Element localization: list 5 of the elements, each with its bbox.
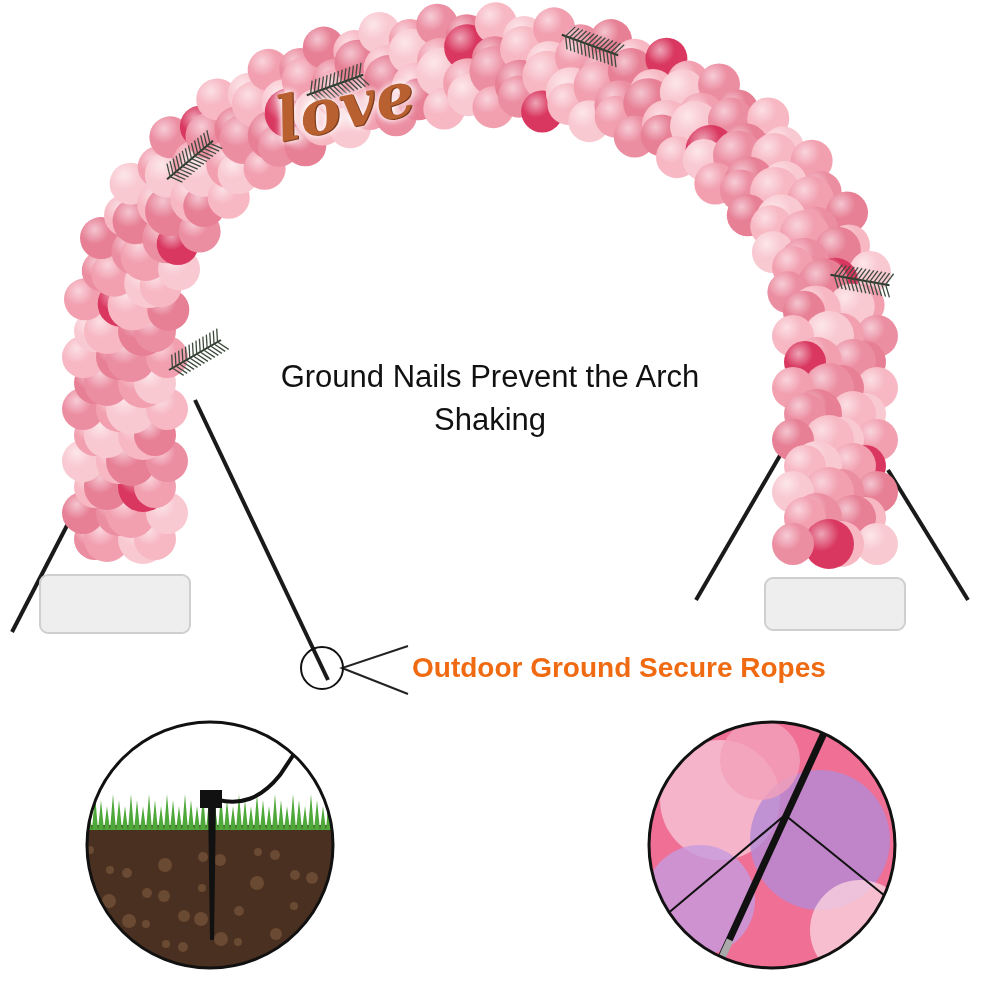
caption-text: Ground Nails Prevent the Arch Shaking: [279, 358, 701, 440]
foil-letter-balloon: love: [267, 55, 423, 159]
callout-text: Outdoor Ground Secure Ropes: [412, 652, 826, 684]
callout-circle: [300, 646, 344, 690]
leader-line: [339, 645, 409, 695]
